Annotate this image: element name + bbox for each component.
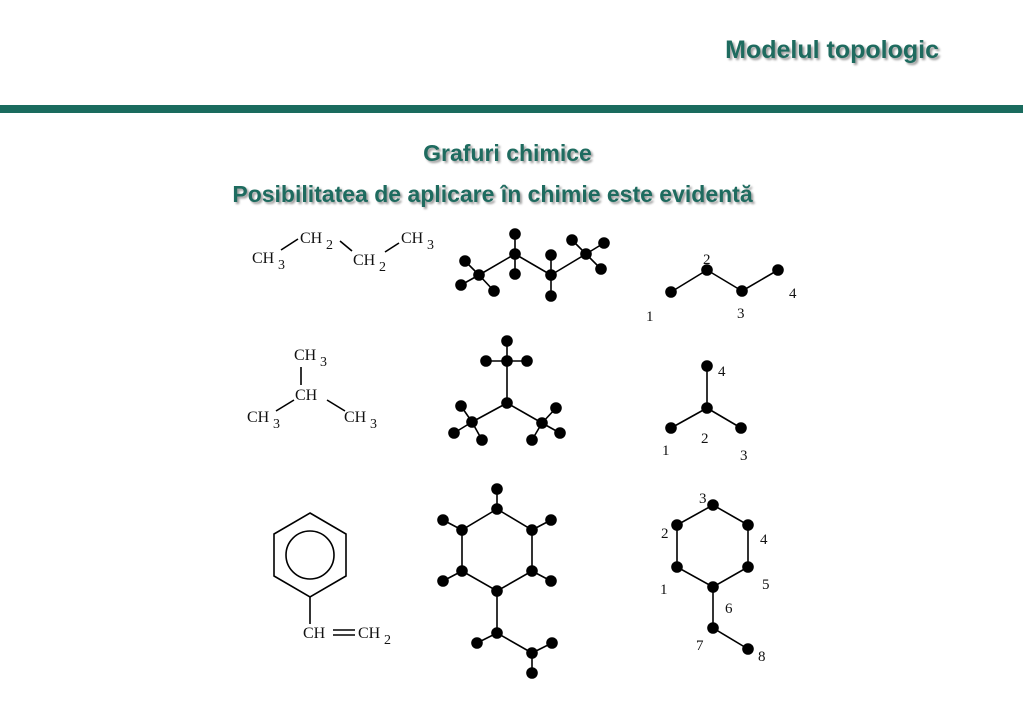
isobutane-formula	[275, 367, 346, 412]
bond-line	[280, 238, 299, 251]
graph-vertex	[742, 561, 754, 573]
ch3-right-subscript: 3	[370, 417, 377, 432]
ch2-subscript: 2	[384, 633, 391, 648]
vertex-label: 4	[789, 286, 797, 302]
styrene-formula-text: CH CH 2	[303, 625, 391, 648]
butane-full-graph	[455, 228, 610, 302]
page-title: Modelul topologic	[725, 36, 939, 64]
vertex-label: 3	[699, 491, 707, 507]
graph-vertex	[701, 402, 713, 414]
graph-vertex	[772, 264, 784, 276]
vertex-label: 7	[696, 638, 704, 654]
ch2-lower-label: CH	[353, 252, 376, 269]
styrene-skeleton-graph	[671, 499, 754, 655]
graph-vertex	[671, 561, 683, 573]
isobutane-formula-text: CH 3 CH CH 3 CH 3	[247, 347, 377, 432]
ch3-top-subscript: 3	[320, 355, 327, 370]
graph-vertex	[707, 499, 719, 511]
butane-formula-text: CH 3 CH 2 CH 2 CH 3	[252, 230, 434, 275]
styrene-vertex-labels: 1 2 3 4 5 6 7 8	[660, 491, 770, 665]
ch3-left-subscript: 3	[273, 417, 280, 432]
isobutane-skeleton-graph	[665, 360, 747, 434]
graph-vertex	[736, 285, 748, 297]
vertex-label: 4	[760, 532, 768, 548]
ch3-right-subscript: 3	[427, 238, 434, 253]
vertex-label: 3	[740, 448, 748, 464]
ch2-upper-label: CH	[300, 230, 323, 247]
benzene-ring	[273, 512, 347, 598]
ch3-left-label: CH	[247, 409, 270, 426]
vertex-label: 5	[762, 577, 770, 593]
vertex-label: 4	[718, 364, 726, 380]
butane-vertex-labels: 1 2 3 4	[646, 252, 797, 325]
graph-vertex	[671, 519, 683, 531]
graph-vertex	[742, 643, 754, 655]
graph-vertex	[735, 422, 747, 434]
ch2-upper-subscript: 2	[326, 238, 333, 253]
bond-line	[384, 242, 400, 253]
vertex-label: 1	[662, 443, 670, 459]
butane-skeleton-graph	[665, 264, 784, 298]
ch3-right-label: CH	[401, 230, 424, 247]
graph-vertex	[665, 286, 677, 298]
ch-label: CH	[303, 625, 326, 642]
graph-vertex	[701, 264, 713, 276]
styrene-formula	[273, 512, 355, 636]
isobutane-vertex-labels: 1 2 3 4	[662, 364, 748, 464]
ch3-left-label: CH	[252, 250, 275, 267]
vertex-label: 2	[703, 252, 711, 268]
graph-vertex	[707, 622, 719, 634]
graph-vertex	[701, 360, 713, 372]
section-title: Grafuri chimice	[423, 140, 592, 166]
aromatic-circle	[285, 530, 335, 580]
butane-formula	[280, 238, 400, 253]
ch3-top-label: CH	[294, 347, 317, 364]
vertex-label: 1	[660, 582, 668, 598]
header-divider	[0, 105, 1023, 113]
vertex-label: 3	[737, 306, 745, 322]
graph-vertex	[707, 581, 719, 593]
ch2-lower-subscript: 2	[379, 260, 386, 275]
ch-center-label: CH	[295, 387, 318, 404]
graph-vertex	[742, 519, 754, 531]
ch2-label: CH	[358, 625, 381, 642]
isobutane-full-graph	[448, 335, 566, 446]
styrene-full-graph	[437, 483, 558, 679]
ch3-right-label: CH	[344, 409, 367, 426]
vertex-label: 8	[758, 649, 766, 665]
bond-line	[339, 240, 353, 252]
vertex-label: 1	[646, 309, 654, 325]
graph-vertex	[665, 422, 677, 434]
vertex-label: 6	[725, 601, 733, 617]
vertex-label: 2	[701, 431, 709, 447]
ch3-left-subscript: 3	[278, 258, 285, 273]
section-subtitle: Posibilitatea de aplicare în chimie este…	[232, 181, 753, 207]
vertex-label: 2	[661, 526, 669, 542]
